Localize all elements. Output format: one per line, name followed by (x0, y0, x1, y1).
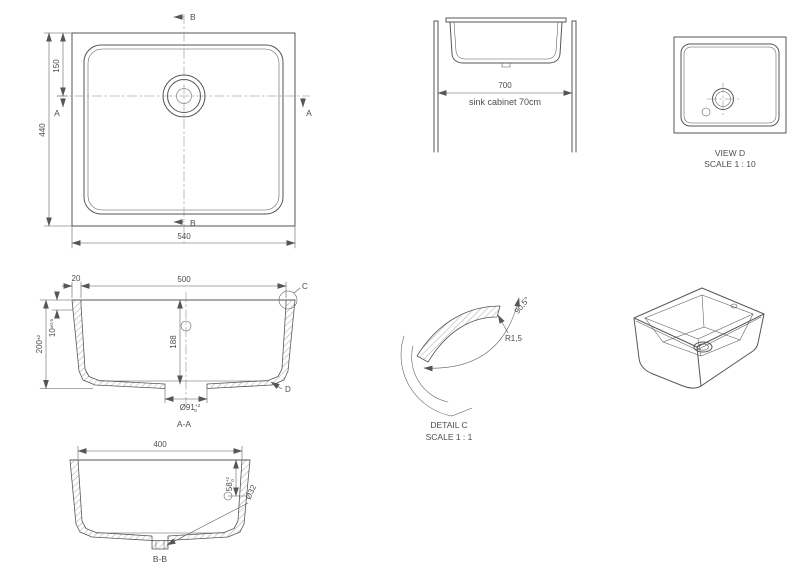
iso-overflow-hole (730, 303, 738, 309)
dim-10-label: 10±0,5 (48, 319, 57, 338)
dim-540 (71, 225, 296, 249)
viewd-scale: SCALE 1 : 10 (704, 159, 756, 169)
aa-right-wall-section (206, 299, 296, 389)
dim-540-label: 540 (177, 232, 191, 241)
bb-right-wall-section (167, 459, 251, 541)
sink-outer-edge (71, 32, 296, 227)
view-d: VIEW D SCALE 1 : 10 (673, 36, 787, 169)
section-aa-title: A-A (177, 419, 192, 429)
dim-440-label: 440 (38, 123, 47, 137)
dim-58-label: 58+20 (225, 476, 236, 491)
radius-label: R1,5 (505, 334, 522, 343)
isometric-view (633, 287, 765, 389)
front-view: 700 sink cabinet 70cm (433, 17, 577, 153)
dim-58 (227, 459, 249, 497)
dim-20-label: 20 (72, 274, 81, 283)
section-aa: C D 20 500 10±0,5 200±2 188 (35, 274, 308, 429)
dim-150 (56, 32, 69, 97)
iso-bowl-opening (644, 294, 754, 340)
bowl-bottom-edge (87, 48, 280, 211)
cabinet-caption: sink cabinet 70cm (469, 97, 541, 107)
dim-700-label: 700 (498, 81, 512, 90)
bb-left-wall-section (69, 459, 153, 541)
dim-drain-91 (164, 388, 208, 404)
detailc-title: DETAIL C (430, 420, 467, 430)
dim-400 (77, 445, 243, 460)
dim-32 (166, 502, 249, 546)
detailc-break-arc-inner (411, 345, 449, 403)
section-bb-title: B-B (153, 554, 168, 564)
section-line-b (173, 14, 185, 243)
detail-c: 90,5° R1,5 DETAIL C SCALE 1 : 1 (400, 295, 532, 442)
dim-150-label: 150 (52, 59, 61, 73)
section-marker-b-bottom: B (190, 218, 196, 228)
top-view: B B A A 540 440 150 (38, 12, 312, 249)
viewd-bowl-opening (680, 43, 780, 127)
section-marker-a-right: A (306, 108, 312, 118)
dim-500-label: 500 (177, 275, 191, 284)
iso-drain-inner (697, 343, 709, 351)
section-marker-b-top: B (190, 12, 196, 22)
detail-c-marker-circle (278, 290, 298, 310)
cabinet-walls (433, 20, 577, 153)
iso-drain-outer (693, 341, 713, 353)
dim-188-label: 188 (169, 335, 178, 349)
aa-left-wall-section (71, 299, 166, 389)
sink-front-profile (445, 17, 567, 68)
dim-400-label: 400 (153, 440, 167, 449)
detailc-scale: SCALE 1 : 1 (426, 432, 473, 442)
bb-waste-stub (151, 540, 169, 550)
section-line-a (57, 95, 310, 108)
bowl-opening-edge (83, 44, 284, 215)
iso-rim-outer (633, 287, 765, 348)
iso-body-silhouette (633, 313, 765, 389)
angle-label: 90,5° (513, 295, 532, 315)
detail-c-marker-label: C (302, 282, 308, 291)
dim-440 (43, 32, 73, 227)
section-marker-a-left: A (54, 108, 60, 118)
detailc-rim-section (416, 305, 501, 363)
section-bb: 400 58+20 Ø32 B-B (69, 440, 258, 564)
viewd-outer-edge (673, 36, 787, 134)
dim-200 (39, 299, 94, 389)
dim-10 (39, 291, 74, 319)
viewd-overflow-hole (701, 107, 711, 117)
viewd-title: VIEW D (715, 148, 745, 158)
dim-20-500 (61, 281, 287, 299)
dim-200-label: 200±2 (35, 334, 44, 353)
viewd-bowl-bottom (683, 46, 777, 124)
angle-dim-arc (423, 297, 520, 372)
detailc-break-arc-outer (400, 335, 453, 417)
detail-d-marker-label: D (285, 385, 291, 394)
drain-stub (501, 62, 511, 68)
